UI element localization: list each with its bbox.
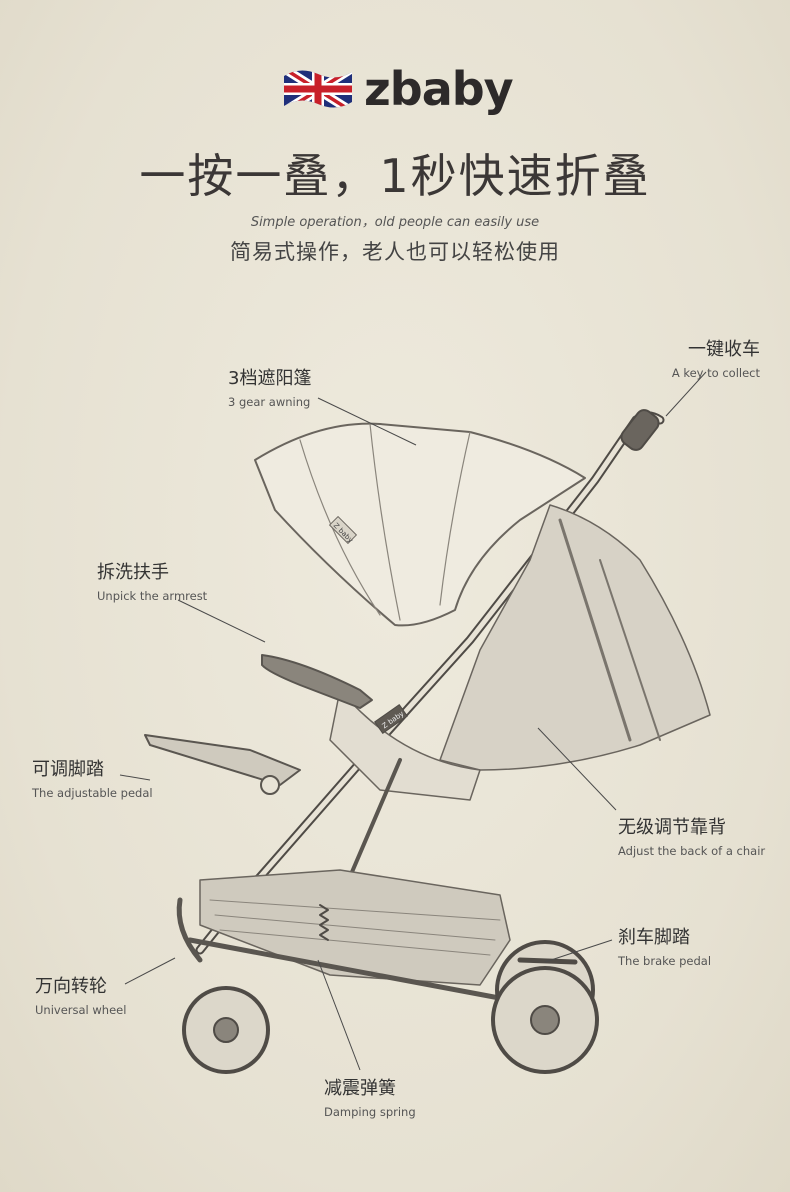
feature-armrest-subtitle: Unpick the armrest bbox=[97, 589, 208, 603]
feature-pedal: 可调脚踏 The adjustable pedal bbox=[32, 755, 153, 800]
feature-spring-title: 减震弹簧 bbox=[324, 1078, 396, 1099]
page-title: 一按一叠，1秒快速折叠 bbox=[139, 149, 651, 203]
subtitle-chinese: 简易式操作，老人也可以轻松使用 bbox=[230, 240, 560, 264]
feature-awning-title: 3档遮阳篷 bbox=[228, 368, 312, 389]
feature-awning-subtitle: 3 gear awning bbox=[228, 395, 311, 409]
feature-brake: 刹车脚踏 The brake pedal bbox=[618, 923, 711, 968]
feature-spring-subtitle: Damping spring bbox=[324, 1105, 416, 1119]
feature-wheel-subtitle: Universal wheel bbox=[35, 1003, 127, 1017]
feature-brake-subtitle: The brake pedal bbox=[618, 954, 712, 968]
feature-wheel-title: 万向转轮 bbox=[35, 976, 107, 997]
feature-backrest: 无级调节靠背 Adjust the back of a chair bbox=[618, 813, 765, 858]
feature-one-key-fold-subtitle: A key to collect bbox=[671, 366, 760, 380]
feature-armrest: 拆洗扶手 Unpick the armrest bbox=[97, 558, 207, 603]
feature-pedal-subtitle: The adjustable pedal bbox=[32, 786, 153, 800]
brand-name: zbaby bbox=[364, 62, 514, 116]
feature-backrest-title: 无级调节靠背 bbox=[618, 817, 726, 838]
feature-awning: 3档遮阳篷 3 gear awning bbox=[228, 364, 311, 409]
feature-armrest-title: 拆洗扶手 bbox=[97, 562, 169, 583]
feature-backrest-subtitle: Adjust the back of a chair bbox=[618, 844, 766, 858]
brand-logo: zbaby bbox=[280, 62, 520, 120]
feature-brake-title: 刹车脚踏 bbox=[618, 927, 690, 948]
union-jack-flag-icon bbox=[284, 70, 352, 108]
feature-wheel: 万向转轮 Universal wheel bbox=[35, 972, 126, 1017]
feature-spring: 减震弹簧 Damping spring bbox=[324, 1074, 416, 1119]
feature-one-key-fold-title: 一键收车 bbox=[688, 339, 760, 360]
feature-pedal-title: 可调脚踏 bbox=[32, 759, 104, 780]
subtitle-english: Simple operation，old people can easily u… bbox=[250, 215, 540, 230]
feature-one-key-fold: 一键收车 A key to collect bbox=[672, 335, 760, 380]
